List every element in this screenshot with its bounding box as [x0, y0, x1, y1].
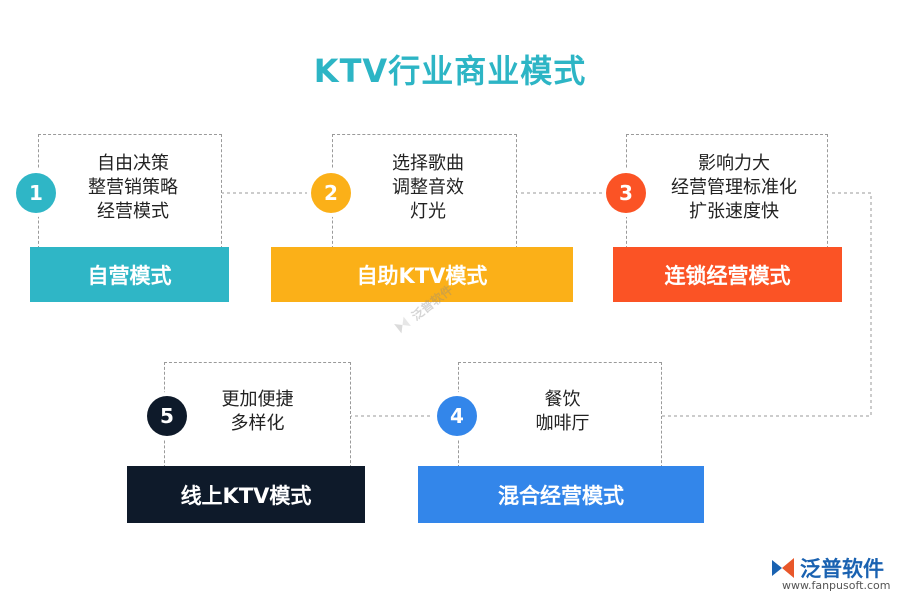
step-1-box [38, 134, 222, 249]
step-3-label: 连锁经营模式 [613, 247, 842, 302]
step-1-line-2: 整营销策略 [88, 177, 178, 198]
step-4-line-1: 餐饮 [544, 389, 581, 410]
diagram-title: KTV行业商业模式 [313, 52, 587, 90]
step-1-line-1: 自由决策 [97, 153, 169, 174]
step-5-description: 更加便捷 多样化 [180, 388, 335, 436]
brand-url: www.fanpusoft.com [782, 579, 891, 592]
step-2-description: 选择歌曲 调整音效 灯光 [342, 152, 514, 224]
step-1-description: 自由决策 整营销策略 经营模式 [48, 152, 218, 224]
step-5-number: 5 [147, 396, 187, 436]
step-4-line-2: 咖啡厅 [535, 413, 590, 434]
step-1-label: 自营模式 [30, 247, 229, 302]
step-5-label: 线上KTV模式 [127, 466, 365, 523]
step-3-line-3: 扩张速度快 [689, 201, 779, 222]
brand-logo: 泛普软件 [770, 553, 884, 583]
step-2-line-3: 灯光 [410, 201, 446, 222]
step-2-line-2: 调整音效 [392, 177, 464, 198]
step-3-description: 影响力大 经营管理标准化 扩张速度快 [646, 152, 822, 224]
step-3-number: 3 [606, 173, 646, 213]
step-3-line-1: 影响力大 [698, 153, 770, 174]
step-2-number: 2 [311, 173, 351, 213]
step-3-line-2: 经营管理标准化 [671, 177, 797, 198]
step-4-number: 4 [437, 396, 477, 436]
step-4-label: 混合经营模式 [418, 466, 704, 523]
step-2-label: 自助KTV模式 [271, 247, 573, 302]
watermark: 泛普软件 [390, 280, 456, 337]
step-2-box [332, 134, 517, 249]
step-5-line-2: 多样化 [230, 413, 285, 434]
step-4-description: 餐饮 咖啡厅 [480, 388, 645, 436]
step-1-line-3: 经营模式 [97, 201, 169, 222]
step-3-box [626, 134, 828, 249]
watermark-logo-icon [394, 316, 411, 334]
step-5-box [164, 362, 351, 468]
step-1-number: 1 [16, 173, 56, 213]
brand-name: 泛普软件 [800, 557, 884, 581]
step-2-line-1: 选择歌曲 [392, 153, 464, 174]
step-4-box [458, 362, 662, 468]
step-5-line-1: 更加便捷 [221, 389, 294, 410]
brand-logo-icon [772, 558, 794, 578]
